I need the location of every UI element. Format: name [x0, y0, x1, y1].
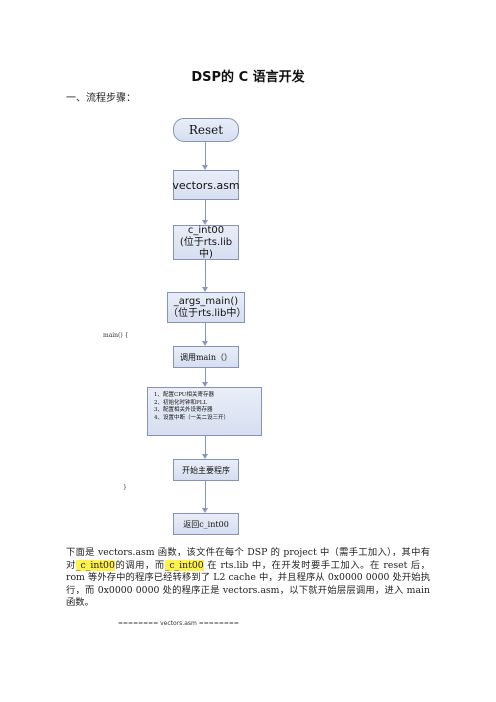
- c-int00-label: c_int00: [187, 224, 225, 236]
- arrowhead: [202, 165, 208, 170]
- config-item: 1、配置CPU相关寄存器: [154, 392, 214, 398]
- highlighted-c-int00: _c_int00: [75, 559, 115, 571]
- arrowhead: [202, 508, 208, 513]
- paragraph-text: 下面是 vectors.asm 函数，该文件在每个 DSP 的 project …: [66, 547, 430, 571]
- arrowhead: [202, 341, 208, 346]
- connector: [205, 481, 206, 508]
- c-int00-node: c_int00 (位于rts.lib中): [173, 225, 239, 260]
- c-int00-location: (位于rts.lib中): [179, 236, 233, 260]
- paragraph-text: 在 rts.lib 中，在开发时要手工加入。在 reset 后，rom 等外存中…: [66, 559, 430, 609]
- page-title: DSP的 C 语言开发: [191, 70, 305, 85]
- connector: [205, 436, 206, 454]
- return-c-int00-node: 返回c_int00: [173, 513, 239, 535]
- config-node: 1、配置CPU相关寄存器 2、初始化时钟和PLL 3、配置相关外设寄存器 4、设…: [147, 387, 262, 436]
- connector: [205, 142, 206, 165]
- config-item: 3、配置相关外设寄存器: [154, 407, 213, 413]
- config-item: 2、初始化时钟和PLL: [154, 399, 208, 406]
- connector: [205, 368, 206, 382]
- main-open-brace: main() {: [103, 332, 129, 339]
- connector: [205, 200, 206, 220]
- section-heading: 一、流程步骤：: [66, 93, 136, 104]
- arrowhead: [202, 287, 208, 292]
- body-paragraph: 下面是 vectors.asm 函数，该文件在每个 DSP 的 project …: [66, 547, 430, 610]
- call-main-node: 调用main（）: [173, 346, 239, 368]
- arrowhead: [202, 382, 208, 387]
- connector: [205, 260, 206, 287]
- code-separator: ======== vectors.asm ========: [118, 620, 239, 627]
- start-main-program-node: 开始主要程序: [173, 459, 239, 481]
- config-item: 4、设置中断（一关二设三开）: [154, 414, 230, 421]
- args-main-label: _args_main(): [173, 295, 239, 307]
- arrowhead: [202, 454, 208, 459]
- vectors-asm-node: vectors.asm: [172, 170, 240, 200]
- connector: [205, 323, 206, 341]
- args-main-node: _args_main() （位于rts.lib中）: [167, 292, 247, 323]
- args-main-location: （位于rts.lib中）: [168, 307, 247, 319]
- highlighted-c-int00: _c_int00: [164, 559, 204, 571]
- arrowhead: [202, 220, 208, 225]
- main-close-brace: }: [123, 484, 127, 491]
- paragraph-text: 的调用，而: [114, 559, 165, 571]
- reset-node: Reset: [173, 118, 239, 142]
